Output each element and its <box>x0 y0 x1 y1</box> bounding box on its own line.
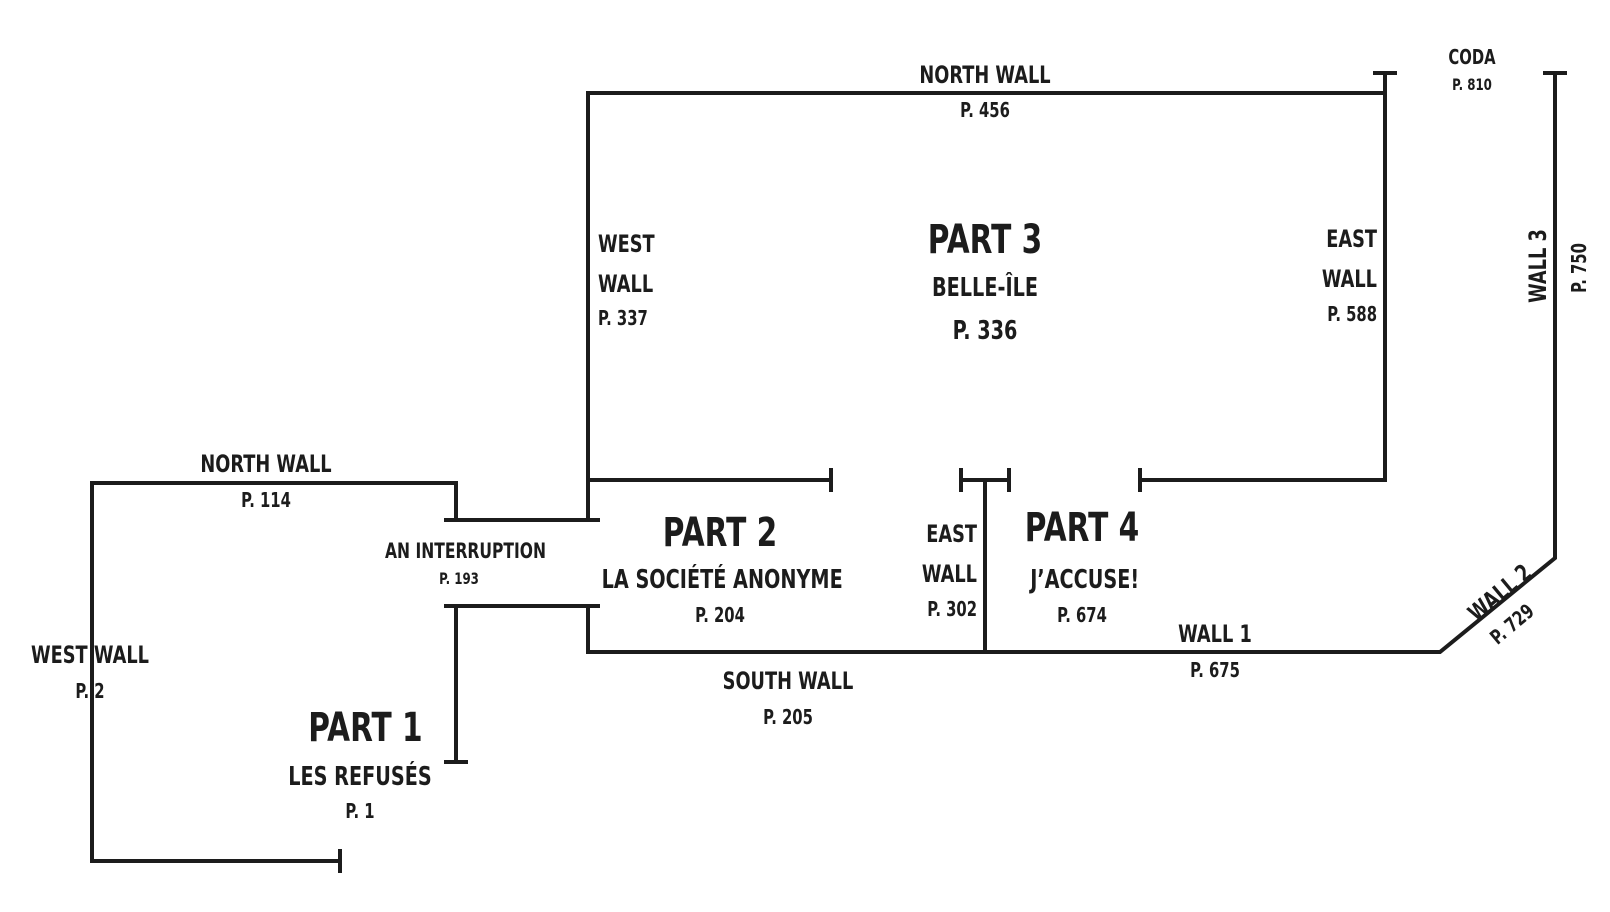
wall1-label: WALL 1 <box>1178 620 1252 648</box>
interruption-page: P. 193 <box>439 569 479 588</box>
part3-west-wall-line2: WALL <box>598 270 654 298</box>
part3-east-wall-line2: WALL <box>1321 265 1377 293</box>
part3-west-wall-page: P. 337 <box>598 306 648 330</box>
part3-east-wall-page: P. 588 <box>1327 302 1377 326</box>
part4-subtitle: J’ACCUSE! <box>1030 565 1140 595</box>
part3-page: P. 336 <box>952 316 1018 346</box>
wall3-label: WALL 3 <box>1524 229 1552 303</box>
part1-title: PART 1 <box>308 705 423 751</box>
part1-west-wall-page: P. 2 <box>75 679 105 703</box>
wall1-page: P. 675 <box>1190 658 1240 682</box>
part3-north-wall-label: NORTH WALL <box>919 61 1051 89</box>
part2-south-wall-label: SOUTH WALL <box>722 667 854 695</box>
part4-title: PART 4 <box>1024 505 1140 551</box>
part1-page: P. 1 <box>345 799 375 823</box>
part3-subtitle: BELLE-ÎLE <box>931 273 1039 303</box>
part2-title: PART 2 <box>662 510 778 556</box>
part2-east-wall-line1: EAST <box>926 520 977 548</box>
part2-subtitle: LA SOCIÉTÉ ANONYME <box>601 565 843 595</box>
part1-subtitle: LES REFUSÉS <box>288 762 432 792</box>
part2-east-wall-page: P. 302 <box>927 597 977 621</box>
part2-page: P. 204 <box>695 603 745 627</box>
coda-label: CODA <box>1448 45 1496 69</box>
coda-page: P. 810 <box>1452 75 1492 94</box>
part1-west-wall-label: WEST WALL <box>31 641 149 669</box>
part2-east-wall-line2: WALL <box>921 560 977 588</box>
part3-room-walls <box>586 91 1387 522</box>
interruption-label: AN INTERRUPTION <box>385 539 546 563</box>
part4-page: P. 674 <box>1057 603 1107 627</box>
part3-title: PART 3 <box>927 217 1043 263</box>
part2-south-wall-page: P. 205 <box>763 705 813 729</box>
part3-east-wall-line1: EAST <box>1326 225 1377 253</box>
part1-north-wall-label: NORTH WALL <box>200 450 332 478</box>
wall3-page: P. 750 <box>1567 243 1591 293</box>
part2-south-wall <box>586 71 1557 654</box>
part1-room-walls <box>90 481 458 863</box>
part1-north-wall-page: P. 114 <box>241 488 291 512</box>
part3-north-wall-page: P. 456 <box>960 98 1010 122</box>
part3-west-wall-line1: WEST <box>598 230 655 258</box>
